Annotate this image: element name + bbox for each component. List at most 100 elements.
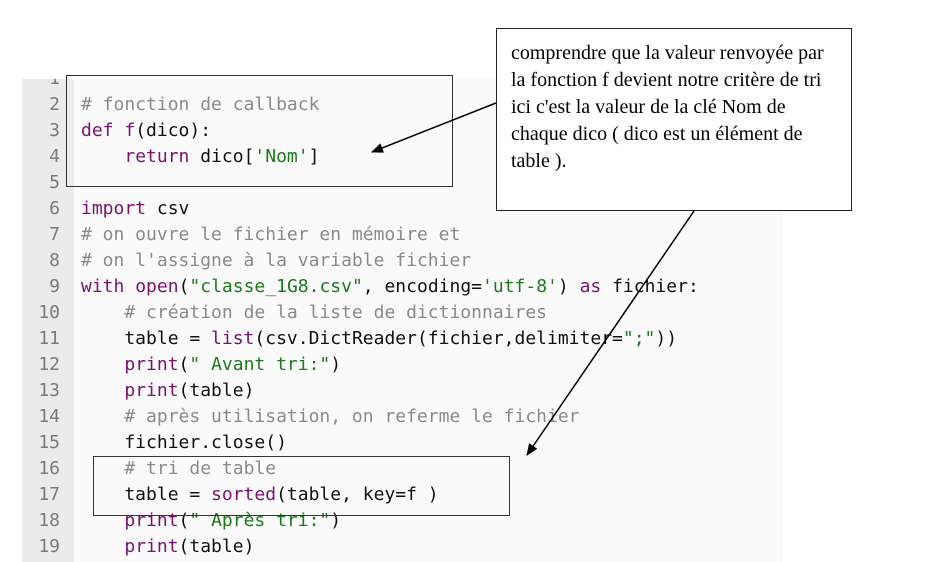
code-token: "classe_1G8.csv" xyxy=(189,276,363,297)
code-token: (csv.DictReader(fichier,delimiter= xyxy=(254,328,623,349)
line-number: 17 xyxy=(38,484,60,505)
code-token: sorted xyxy=(211,484,277,505)
line-number: 14 xyxy=(38,406,60,427)
sorted-highlight-box xyxy=(93,456,510,516)
code-token: # on ouvre le fichier en mémoire et xyxy=(81,224,461,245)
code-line: 6 import csv xyxy=(0,196,783,222)
code-token: (table) xyxy=(178,536,255,557)
code-text: # tri de table xyxy=(81,456,276,482)
code-line: 4 return dico['Nom'] xyxy=(0,144,783,170)
code-text: # création de la liste de dictionnaires xyxy=(81,300,547,326)
code-line: 9 with open("classe_1G8.csv", encoding='u… xyxy=(0,274,783,300)
code-token: ( xyxy=(178,510,190,531)
code-line: 14 # après utilisation, on referme le fi… xyxy=(0,404,783,430)
code-line: 15 fichier.close() xyxy=(0,430,783,456)
code-line: 11 table = list(csv.DictReader(fichier,d… xyxy=(0,326,783,352)
code-text: return dico['Nom'] xyxy=(81,144,319,170)
code-line: 10 # création de la liste de dictionnair… xyxy=(0,300,783,326)
code-token: ( xyxy=(178,276,190,297)
line-number: 15 xyxy=(38,432,60,453)
callback-highlight-box xyxy=(66,75,453,187)
code-line: 8 # on l'assigne à la variable fichier xyxy=(0,248,783,274)
line-number: 7 xyxy=(49,224,60,245)
line-number: 5 xyxy=(49,172,60,193)
code-line: 17 table = sorted(table, key=f ) xyxy=(0,482,783,508)
code-token: (table, key=f ) xyxy=(276,484,439,505)
line-number: 13 xyxy=(38,380,60,401)
arrow-to-sorted-line xyxy=(526,210,695,456)
code-token: fichier: xyxy=(601,276,699,297)
code-text: # on ouvre le fichier en mémoire et xyxy=(81,222,460,248)
line-number: 19 xyxy=(38,536,60,557)
code-token: as xyxy=(579,276,602,297)
code-text: def f(dico): xyxy=(81,118,211,144)
code-token: " Avant tri:" xyxy=(189,354,331,375)
code-token: ) xyxy=(330,354,342,375)
code-text: with open("classe_1G8.csv", encoding='ut… xyxy=(81,274,699,300)
code-text: table = sorted(table, key=f ) xyxy=(81,482,439,508)
code-token: # tri de table xyxy=(124,458,277,479)
code-token: import xyxy=(81,198,147,219)
line-number: 3 xyxy=(49,120,60,141)
code-token: # on l'assigne à la variable fichier xyxy=(81,250,472,271)
code-token: ) xyxy=(330,510,342,531)
code-token: open xyxy=(135,276,179,297)
code-token: table = xyxy=(81,328,212,349)
code-text: print(" Avant tri:") xyxy=(81,352,341,378)
code-line: 3 def f(dico): xyxy=(0,118,783,144)
code-token: , encoding= xyxy=(362,276,483,297)
line-number: 8 xyxy=(49,250,60,271)
line-number: 1 xyxy=(49,68,60,89)
code-token: print xyxy=(124,380,179,401)
code-text: # fonction de callback xyxy=(81,92,319,118)
code-text: print(table) xyxy=(81,378,254,404)
line-number: 16 xyxy=(38,458,60,479)
code-token: csv xyxy=(146,198,190,219)
code-token: list xyxy=(211,328,255,349)
code-token: table = xyxy=(81,484,212,505)
code-text: table = list(csv.DictReader(fichier,deli… xyxy=(81,326,677,352)
line-number: 18 xyxy=(38,510,60,531)
code-line: 5 xyxy=(0,170,783,196)
code-token: f xyxy=(124,120,136,141)
code-token: # après utilisation, on referme le fichi… xyxy=(124,406,580,427)
line-number-gutter xyxy=(22,79,74,562)
annotation-text: comprendre que la valeur renvoyée par la… xyxy=(511,42,824,172)
code-token: (dico): xyxy=(135,120,212,141)
code-token: with xyxy=(81,276,125,297)
code-token: ( xyxy=(178,354,190,375)
code-token: ] xyxy=(308,146,320,167)
code-text: # on l'assigne à la variable fichier xyxy=(81,248,471,274)
code-token: print xyxy=(124,536,179,557)
code-token: return xyxy=(124,146,190,167)
code-line: 16 # tri de table xyxy=(0,456,783,482)
code-text: print(table) xyxy=(81,534,254,560)
code-line: 1 xyxy=(0,66,783,92)
code-token: fichier.close() xyxy=(81,432,287,453)
arrow-to-return-line xyxy=(371,102,497,153)
code-token: )) xyxy=(655,328,678,349)
line-number: 10 xyxy=(38,302,60,323)
line-number: 12 xyxy=(38,354,60,375)
code-token: # création de la liste de dictionnaires xyxy=(124,302,547,323)
code-text: import csv xyxy=(81,196,189,222)
line-number: 6 xyxy=(49,198,60,219)
line-number: 4 xyxy=(49,146,60,167)
code-token: print xyxy=(124,354,179,375)
code-text: fichier.close() xyxy=(81,430,287,456)
code-token: ";" xyxy=(622,328,656,349)
code-line: 7 # on ouvre le fichier en mémoire et xyxy=(0,222,783,248)
code-line: 2# fonction de callback xyxy=(0,92,783,118)
line-number: 9 xyxy=(49,276,60,297)
code-token: 'utf-8' xyxy=(482,276,558,297)
code-token: def xyxy=(81,120,114,141)
line-number: 11 xyxy=(38,328,60,349)
code-token: 'Nom' xyxy=(254,146,309,167)
code-token: dico[ xyxy=(189,146,255,167)
code-line: 13 print(table) xyxy=(0,378,783,404)
code-token: ) xyxy=(557,276,580,297)
code-text: # après utilisation, on referme le fichi… xyxy=(81,404,580,430)
code-line: 12 print(" Avant tri:") xyxy=(0,352,783,378)
code-token: # fonction de callback xyxy=(81,94,320,115)
